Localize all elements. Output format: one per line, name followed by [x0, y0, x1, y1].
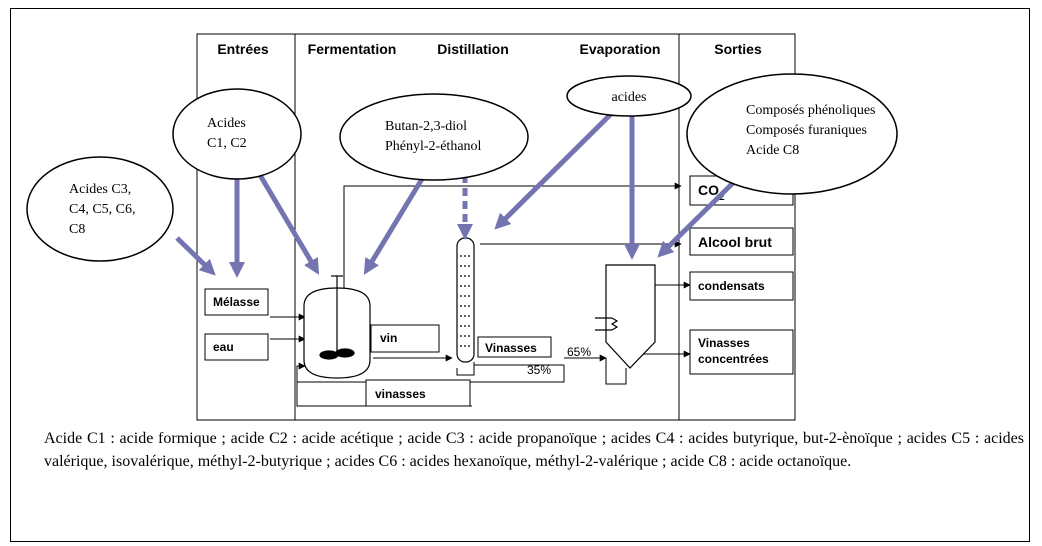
evaporator	[595, 264, 656, 369]
compound-arrows	[175, 111, 742, 279]
column-header-sorties: Sorties	[714, 41, 762, 57]
distillation-column	[456, 237, 475, 363]
melasse-label: Mélasse	[213, 295, 260, 309]
eau-label: eau	[213, 340, 234, 354]
vin-label: vin	[380, 331, 397, 345]
vinasses-recycle-label: vinasses	[375, 387, 426, 401]
figure-frame	[10, 8, 1030, 542]
column-header-fermentation: Fermentation	[308, 41, 397, 57]
column-header-distillation: Distillation	[437, 41, 509, 57]
ellipse-butan-line1: Butan-2,3-diol	[385, 119, 467, 134]
co2-label: CO2	[698, 182, 725, 203]
column-header-evaporation: Evaporation	[580, 41, 661, 57]
ellipse-acides-c1-c2-line2: C1, C2	[207, 136, 247, 151]
ellipse-composes-line3: Acide C8	[746, 143, 799, 158]
alcool-brut-label: Alcool brut	[698, 234, 772, 250]
compound-ellipses	[26, 73, 898, 262]
fermenter-vessel	[303, 275, 371, 379]
column-header-entrees: Entrées	[217, 41, 269, 57]
percent-35: 35%	[527, 363, 551, 377]
co2-subscript: 2	[719, 192, 725, 203]
flow-lines	[270, 182, 691, 407]
ellipse-acides-label: acides	[612, 90, 647, 105]
condensats-label: condensats	[698, 279, 765, 293]
ellipse-acides-c3-c8-line3: C8	[69, 222, 85, 237]
co2-text: CO	[698, 182, 719, 198]
figure-caption: Acide C1 : acide formique ; acide C2 : a…	[44, 430, 1024, 470]
ellipse-acides-c1-c2-line1: Acides	[207, 116, 246, 131]
vinasses-concentrees-line2: concentrées	[698, 352, 769, 366]
ellipse-acides-c3-c8-line1: Acides C3,	[69, 182, 131, 197]
ellipse-acides-c3-c8-line2: C4, C5, C6,	[69, 202, 136, 217]
vinasses-concentrees-line1: Vinasses	[698, 336, 750, 350]
ellipse-composes-line1: Composés phénoliques	[746, 103, 876, 118]
ellipse-composes-line2: Composés furaniques	[746, 123, 867, 138]
percent-65: 65%	[567, 345, 591, 359]
vinasses-distillation-label: Vinasses	[485, 341, 537, 355]
ellipse-butan-line2: Phényl-2-éthanol	[385, 139, 482, 154]
